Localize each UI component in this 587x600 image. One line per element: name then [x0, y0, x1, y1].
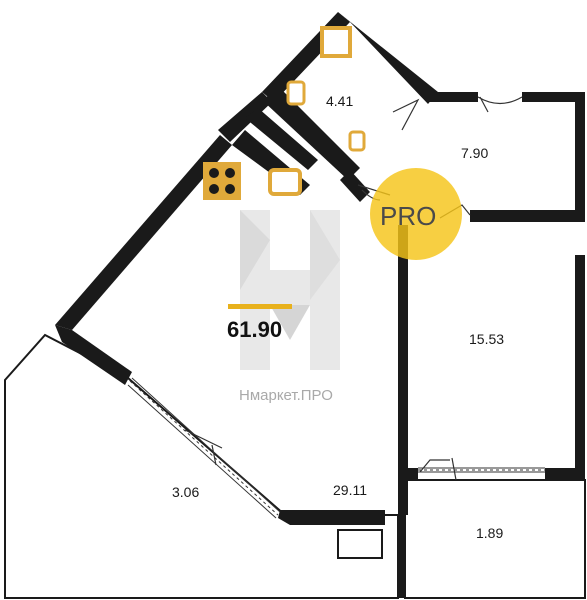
room-area-bathroom: 4.41 — [326, 93, 353, 109]
pro-badge-text: PRO — [380, 201, 436, 231]
room-area-living: 29.11 — [333, 482, 367, 498]
total-accent-line — [228, 304, 292, 309]
living-window — [127, 377, 281, 519]
room-area-bedroom: 15.53 — [469, 331, 504, 347]
room-area-balcony-left: 3.06 — [172, 484, 199, 500]
watermark-text: Нмаркет.ПРО — [239, 387, 333, 404]
kitchen-fixtures — [203, 162, 302, 200]
room-area-balcony-right: 1.89 — [476, 525, 503, 541]
pro-badge — [370, 168, 462, 260]
watermark-logo — [240, 210, 340, 370]
bedroom-window — [418, 457, 545, 481]
bathroom-fixtures — [286, 26, 366, 152]
total-area-label: 61.90 — [227, 317, 282, 342]
toilet-icon — [348, 130, 366, 152]
room-area-small-room: 7.90 — [461, 145, 488, 161]
niche — [337, 529, 383, 559]
stove-icon — [203, 162, 241, 200]
sink-icon — [286, 80, 306, 106]
shower-tray-icon — [320, 26, 352, 58]
kitchen-sink-icon — [268, 168, 302, 196]
